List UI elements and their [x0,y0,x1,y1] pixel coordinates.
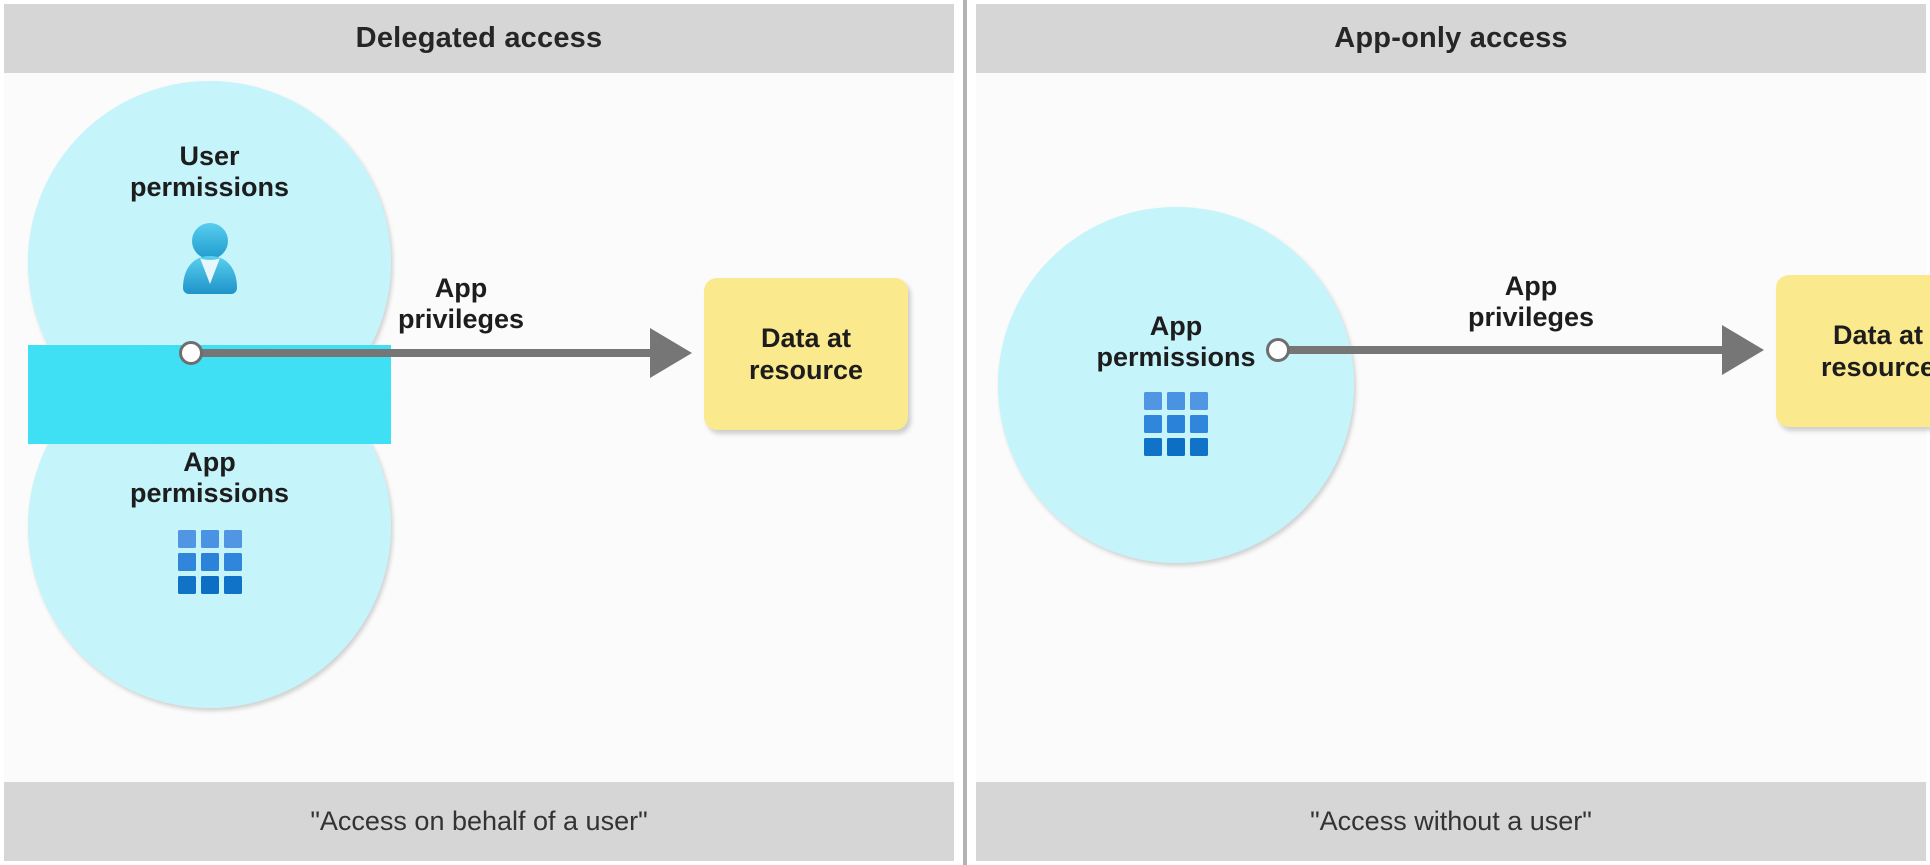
arrow-label-app-privileges: App privileges [1467,271,1595,332]
arrow-head-delegated [650,328,692,378]
resource-label: Data at resource [1820,319,1930,382]
arrow-head-app-only [1722,325,1764,375]
panel-caption-delegated: "Access on behalf of a user" [4,782,954,861]
circle-label-app-permissions: App permissions [1096,311,1256,372]
resource-box-delegated: Data at resource [704,278,908,430]
panel-caption-label: "Access on behalf of a user" [310,806,648,836]
circle-label-user-permissions: User permissions [129,141,290,202]
panel-header-app-only: App-only access [976,4,1926,73]
app-grid-icon [1144,392,1208,461]
panel-body-delegated: User permissions [4,73,954,782]
panel-caption-app-only: "Access without a user" [976,782,1926,861]
panel-header-label: App-only access [1334,22,1568,54]
circle-app-permissions-content: App permissions [28,345,391,708]
circle-user-permissions: User permissions [28,81,391,444]
circle-app-permissions: App permissions [998,207,1354,563]
arrow-label-app-privileges: App privileges [397,273,525,334]
app-grid-icon [177,530,242,599]
connector-node-delegated [179,341,203,365]
circle-label-app-permissions: App permissions [129,447,290,508]
resource-label: Data at resource [748,322,864,385]
panel-app-only-access: App-only access App permissions [972,0,1930,865]
panel-caption-label: "Access without a user" [1310,806,1592,836]
panel-delegated-access: Delegated access User permissions [0,0,958,865]
connector-node-app-only [1266,338,1290,362]
circle-app-permissions-content: App permissions [998,207,1354,563]
panel-header-label: Delegated access [355,22,603,54]
panel-body-app-only: App permissions [976,73,1930,782]
arrow-line-app-only [1287,346,1724,354]
resource-box-app-only: Data at resource [1776,275,1930,427]
arrow-line-delegated [200,349,652,357]
circle-app-permissions: App permissions [28,345,391,708]
panel-header-delegated: Delegated access [4,4,954,73]
user-icon [178,222,242,299]
panel-divider [963,0,967,865]
